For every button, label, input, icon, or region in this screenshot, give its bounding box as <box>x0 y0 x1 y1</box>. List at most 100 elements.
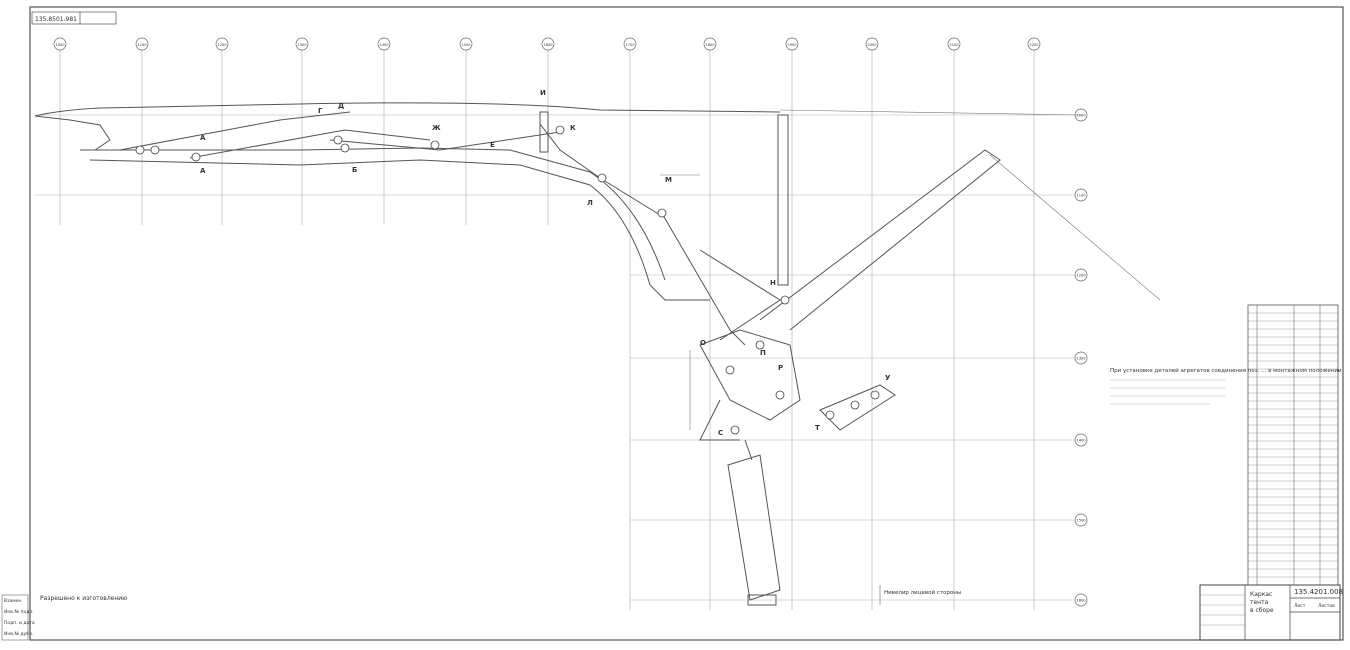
axis-label-top: 2000 <box>867 43 877 47</box>
axis-balloon <box>1074 188 1088 202</box>
point-label: Л <box>587 199 593 207</box>
brace-k <box>539 123 661 216</box>
point-label: Г <box>318 107 323 115</box>
brace-mid <box>189 129 431 159</box>
left-stamp-2: Подп. и дата <box>4 620 35 626</box>
joint-circle <box>870 390 880 400</box>
post-i <box>539 111 549 153</box>
stamp-number: 135.8501.981 <box>35 16 77 23</box>
axis-label-top: 1200 <box>217 43 227 47</box>
point-label: П <box>760 349 766 357</box>
axis-balloon <box>541 37 555 51</box>
joint-circle <box>135 145 145 155</box>
joint-circle <box>657 208 667 218</box>
point-label: М <box>665 176 672 184</box>
joint-circle <box>150 145 160 155</box>
point-label: Е <box>490 141 495 149</box>
point-label: А <box>200 167 206 175</box>
left-notes: Разрешено к изготовлению Взамен Инв.№ по… <box>1 594 127 641</box>
right-grid-axis: 1000 1100 1200 1300 1400 1500 1600 <box>35 108 1088 607</box>
lever-m <box>659 209 746 346</box>
axis-label-right: 1500 <box>1076 519 1086 523</box>
point-label: К <box>570 124 576 132</box>
point-label: Р <box>778 364 783 372</box>
point-label: У <box>885 374 891 382</box>
link-n <box>699 249 781 341</box>
axis-label-top: 1000 <box>55 43 65 47</box>
sheet-border <box>29 6 1344 641</box>
frame-assembly <box>34 102 1001 606</box>
joint-circle <box>597 173 607 183</box>
axis-balloon <box>865 37 879 51</box>
axis-label-right: 1300 <box>1076 357 1086 361</box>
sheets-label: Листов <box>1318 603 1335 609</box>
axis-balloon <box>1074 268 1088 282</box>
joint-circle <box>730 425 740 435</box>
axis-balloon <box>703 37 717 51</box>
axis-label-right: 1400 <box>1076 439 1086 443</box>
actuator-base <box>747 594 777 606</box>
brace-left <box>119 111 351 151</box>
actuator-cylinder <box>727 454 781 601</box>
axis-balloon <box>1074 513 1088 527</box>
axis-label-right: 1200 <box>1076 274 1086 278</box>
axis-label-right: 1100 <box>1076 194 1086 198</box>
joint-circle <box>333 135 343 145</box>
joint-circle <box>191 152 201 162</box>
axis-balloon <box>53 37 67 51</box>
joint-circle <box>780 295 790 305</box>
joint-set <box>135 125 880 435</box>
point-label: Т <box>815 424 820 432</box>
axis-label-top: 1400 <box>379 43 389 47</box>
joint-circle <box>430 140 440 150</box>
point-label: Ж <box>432 124 441 132</box>
axis-balloon <box>295 37 309 51</box>
linkage-block <box>699 329 801 421</box>
axis-balloon <box>785 37 799 51</box>
point-label: О <box>700 339 706 347</box>
callout-text: Нивелир лицевой стороны <box>884 589 961 596</box>
axis-label-top: 1100 <box>137 43 147 47</box>
left-stamp-3: Инв.№ дубл. <box>4 631 33 637</box>
axis-label-top: 1800 <box>705 43 715 47</box>
axis-label-right: 1600 <box>1076 599 1086 603</box>
part-name-2: тента <box>1250 599 1269 606</box>
bottom-callout: Нивелир лицевой стороны <box>879 585 961 605</box>
axis-balloon <box>135 37 149 51</box>
axis-label-top: 1500 <box>461 43 471 47</box>
axis-balloon <box>947 37 961 51</box>
joint-circle <box>555 125 565 135</box>
axis-balloon <box>1027 37 1041 51</box>
axis-label-top: 1600 <box>543 43 553 47</box>
actuator-rod <box>744 439 753 461</box>
top-left-stamp: 135.8501.981 <box>31 11 117 25</box>
axis-label-right: 1000 <box>1076 114 1086 118</box>
vertical-strut <box>777 114 789 286</box>
left-stamp-0: Взамен <box>4 598 21 604</box>
linkage-c <box>699 399 740 441</box>
long-arm <box>759 149 1001 331</box>
point-label: А <box>200 134 206 142</box>
dim-top <box>779 109 1081 116</box>
axis-label-top: 2200 <box>1029 43 1039 47</box>
notes-text: При установке деталей агрегатов соединен… <box>1110 367 1342 374</box>
dimension-lines <box>660 109 1161 430</box>
doc-number: 135.4201.008 <box>1294 588 1343 596</box>
point-label: Б <box>352 166 357 174</box>
axis-label-top: 1300 <box>297 43 307 47</box>
nose-section <box>34 115 111 151</box>
axis-balloon <box>215 37 229 51</box>
joint-circle <box>340 143 350 153</box>
point-label: Д <box>338 102 344 110</box>
axis-balloon <box>1074 351 1088 365</box>
bracket-t <box>819 384 896 431</box>
axis-label-top: 1900 <box>787 43 797 47</box>
left-stamp-1: Инв.№ подл. <box>4 609 34 615</box>
dim-diagonal <box>989 154 1161 301</box>
axis-label-top: 2100 <box>949 43 959 47</box>
inner-beam <box>95 147 666 281</box>
lower-beam <box>89 159 710 301</box>
